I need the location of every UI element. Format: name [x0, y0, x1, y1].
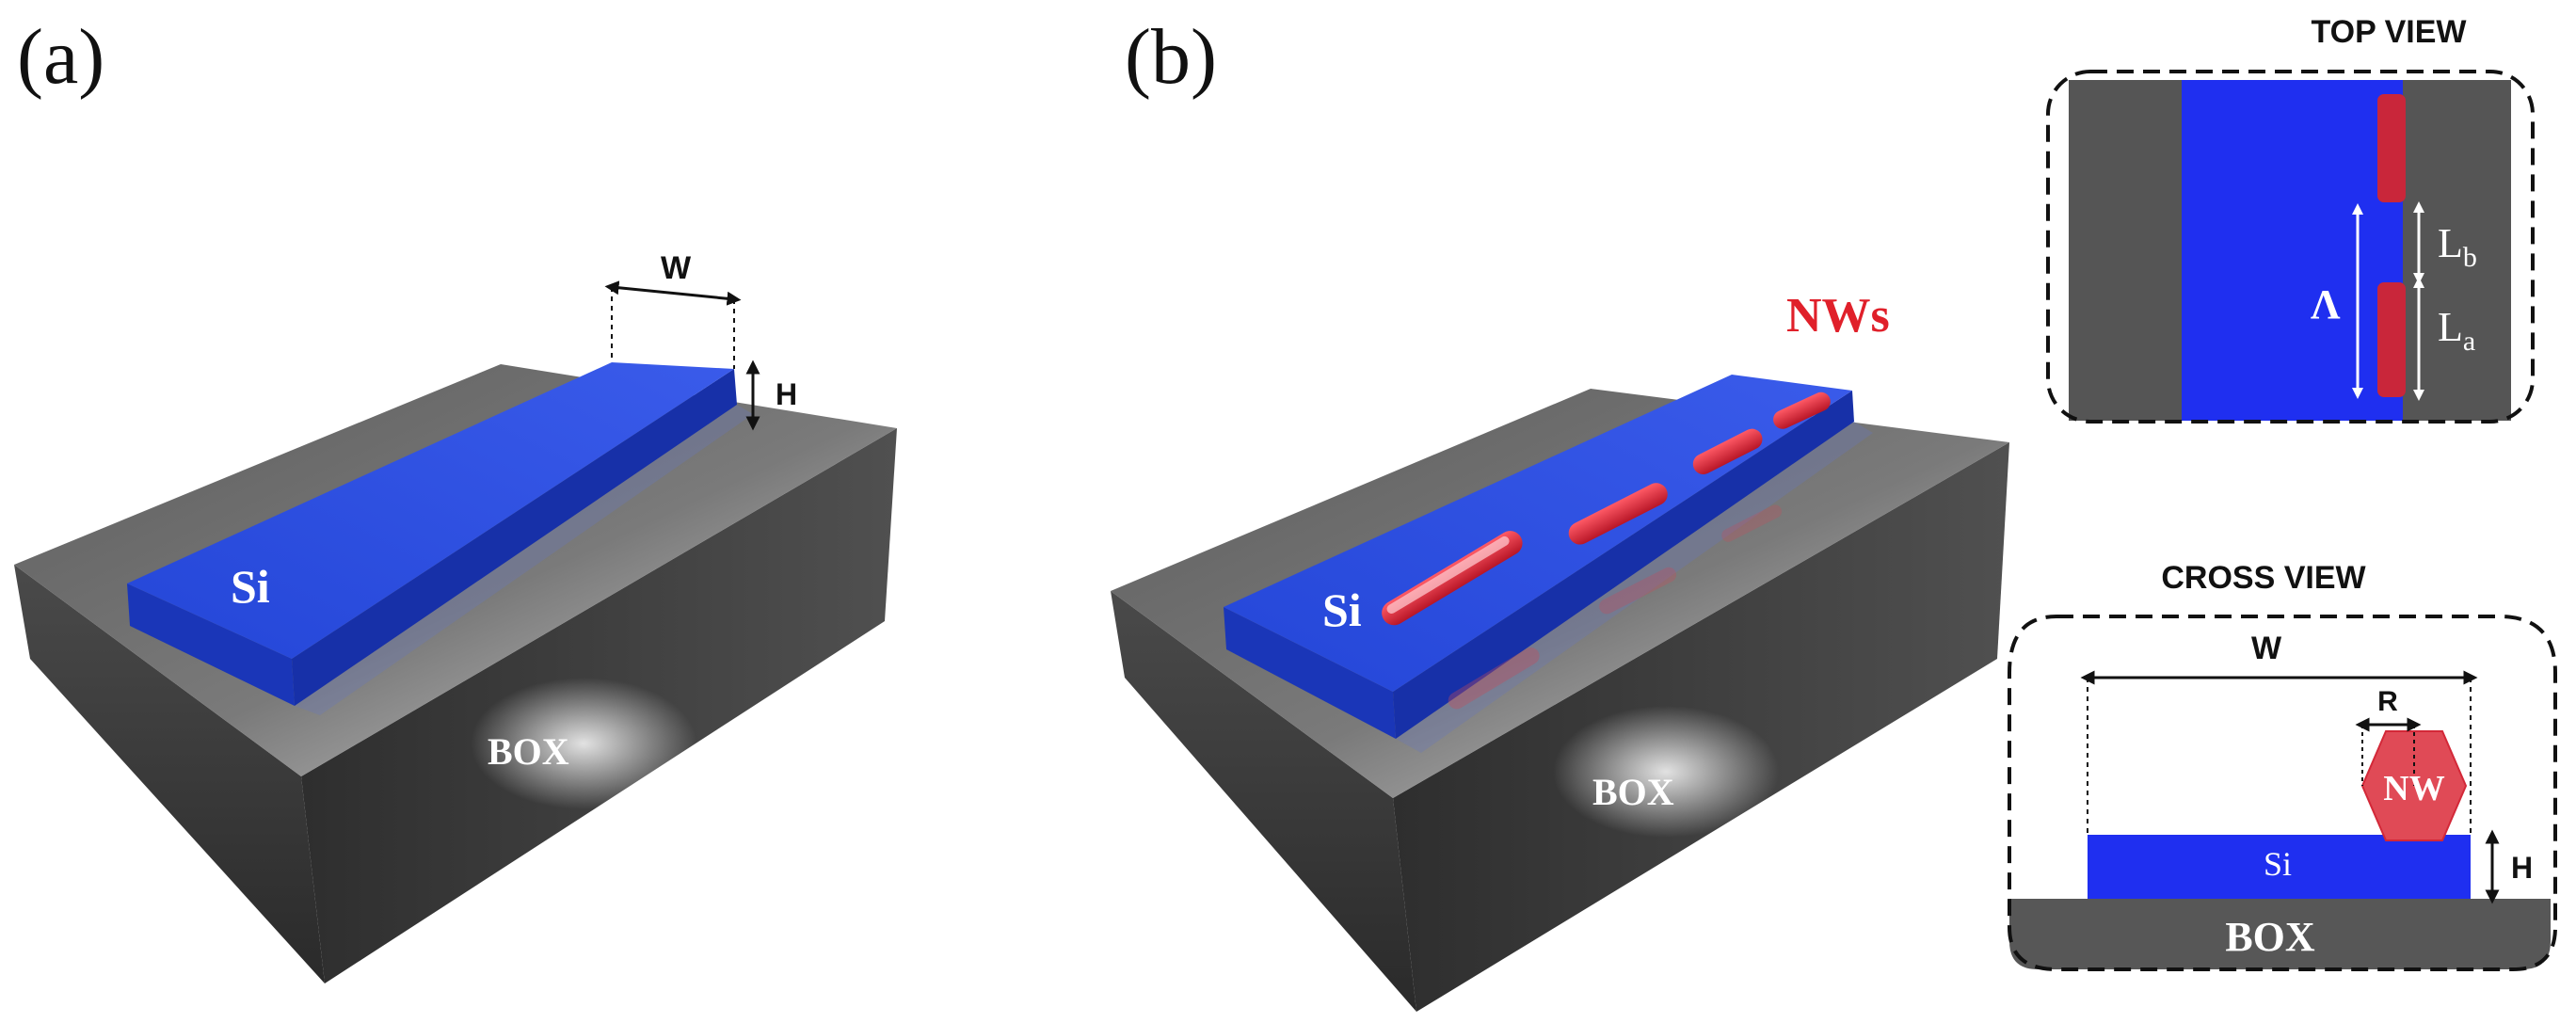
cv-h-label: H	[2511, 851, 2533, 885]
cv-box-label: BOX	[2225, 914, 2315, 960]
top-view-gray-left	[2069, 80, 2182, 421]
nanowire-group-b	[1382, 392, 1831, 710]
panel-b-label: (b)	[1125, 13, 1217, 101]
si-reflection-b	[1396, 422, 1873, 753]
lb-label: Lb	[2438, 220, 2477, 273]
panel-a: (a) Si BOX W H	[14, 13, 897, 983]
nanowire-reflection-2	[1599, 567, 1677, 615]
w-label-a: W	[661, 250, 692, 286]
si-waveguide-top-a	[127, 362, 734, 659]
top-view-title: TOP VIEW	[2311, 14, 2467, 50]
nanowire-2	[1568, 483, 1668, 545]
si-waveguide-end-b	[1393, 391, 1854, 739]
panel-b: (b) Si BOX NWs	[1111, 13, 2009, 1012]
nws-label: NWs	[1786, 289, 1890, 343]
box-label-b: BOX	[1592, 771, 1674, 813]
cv-nw-label: NW	[2383, 769, 2444, 808]
top-view-frame	[2046, 70, 2535, 424]
cross-view-box	[2009, 899, 2551, 969]
box-slab-left-face-a	[14, 565, 325, 983]
top-view-nanowire-upper	[2377, 94, 2406, 202]
nanowire-1-glow	[1386, 535, 1510, 615]
top-view-nanowire-lower	[2377, 282, 2406, 397]
cv-r-label: R	[2377, 686, 2398, 717]
cross-view-inset: CROSS VIEW W R H NW Si BOX	[2008, 560, 2557, 971]
top-view-si-strip	[2182, 80, 2403, 421]
box-shine-a	[471, 678, 696, 809]
si-label-a: Si	[231, 560, 270, 613]
cross-view-frame	[2008, 615, 2557, 971]
period-label: Λ	[2311, 281, 2341, 328]
cv-si-label: Si	[2264, 845, 2292, 883]
si-waveguide-side-a	[127, 583, 295, 706]
nanowire-reflection-3	[1721, 504, 1783, 542]
la-label: La	[2438, 304, 2475, 357]
box-shine-b	[1553, 706, 1779, 838]
si-waveguide-top-b	[1224, 375, 1852, 692]
top-view-inset: TOP VIEW Λ Lb La	[2046, 14, 2535, 424]
nanowire-reflection-1	[1448, 647, 1540, 710]
h-label-a: H	[776, 377, 797, 411]
panel-a-label: (a)	[17, 13, 104, 101]
w-dimension-arrow-a	[604, 280, 742, 306]
box-slab-left-face-b	[1111, 591, 1416, 1012]
cross-view-title: CROSS VIEW	[2161, 560, 2366, 596]
cross-view-si	[2088, 835, 2471, 899]
nanowire-3	[1692, 428, 1763, 475]
nanowire-4	[1773, 392, 1831, 429]
si-label-b: Si	[1322, 583, 1362, 636]
si-waveguide-side-b	[1224, 607, 1396, 739]
si-reflection-a	[295, 405, 753, 715]
si-waveguide-end-a	[292, 369, 737, 706]
cv-w-label: W	[2251, 631, 2282, 666]
box-label-a: BOX	[488, 730, 569, 773]
